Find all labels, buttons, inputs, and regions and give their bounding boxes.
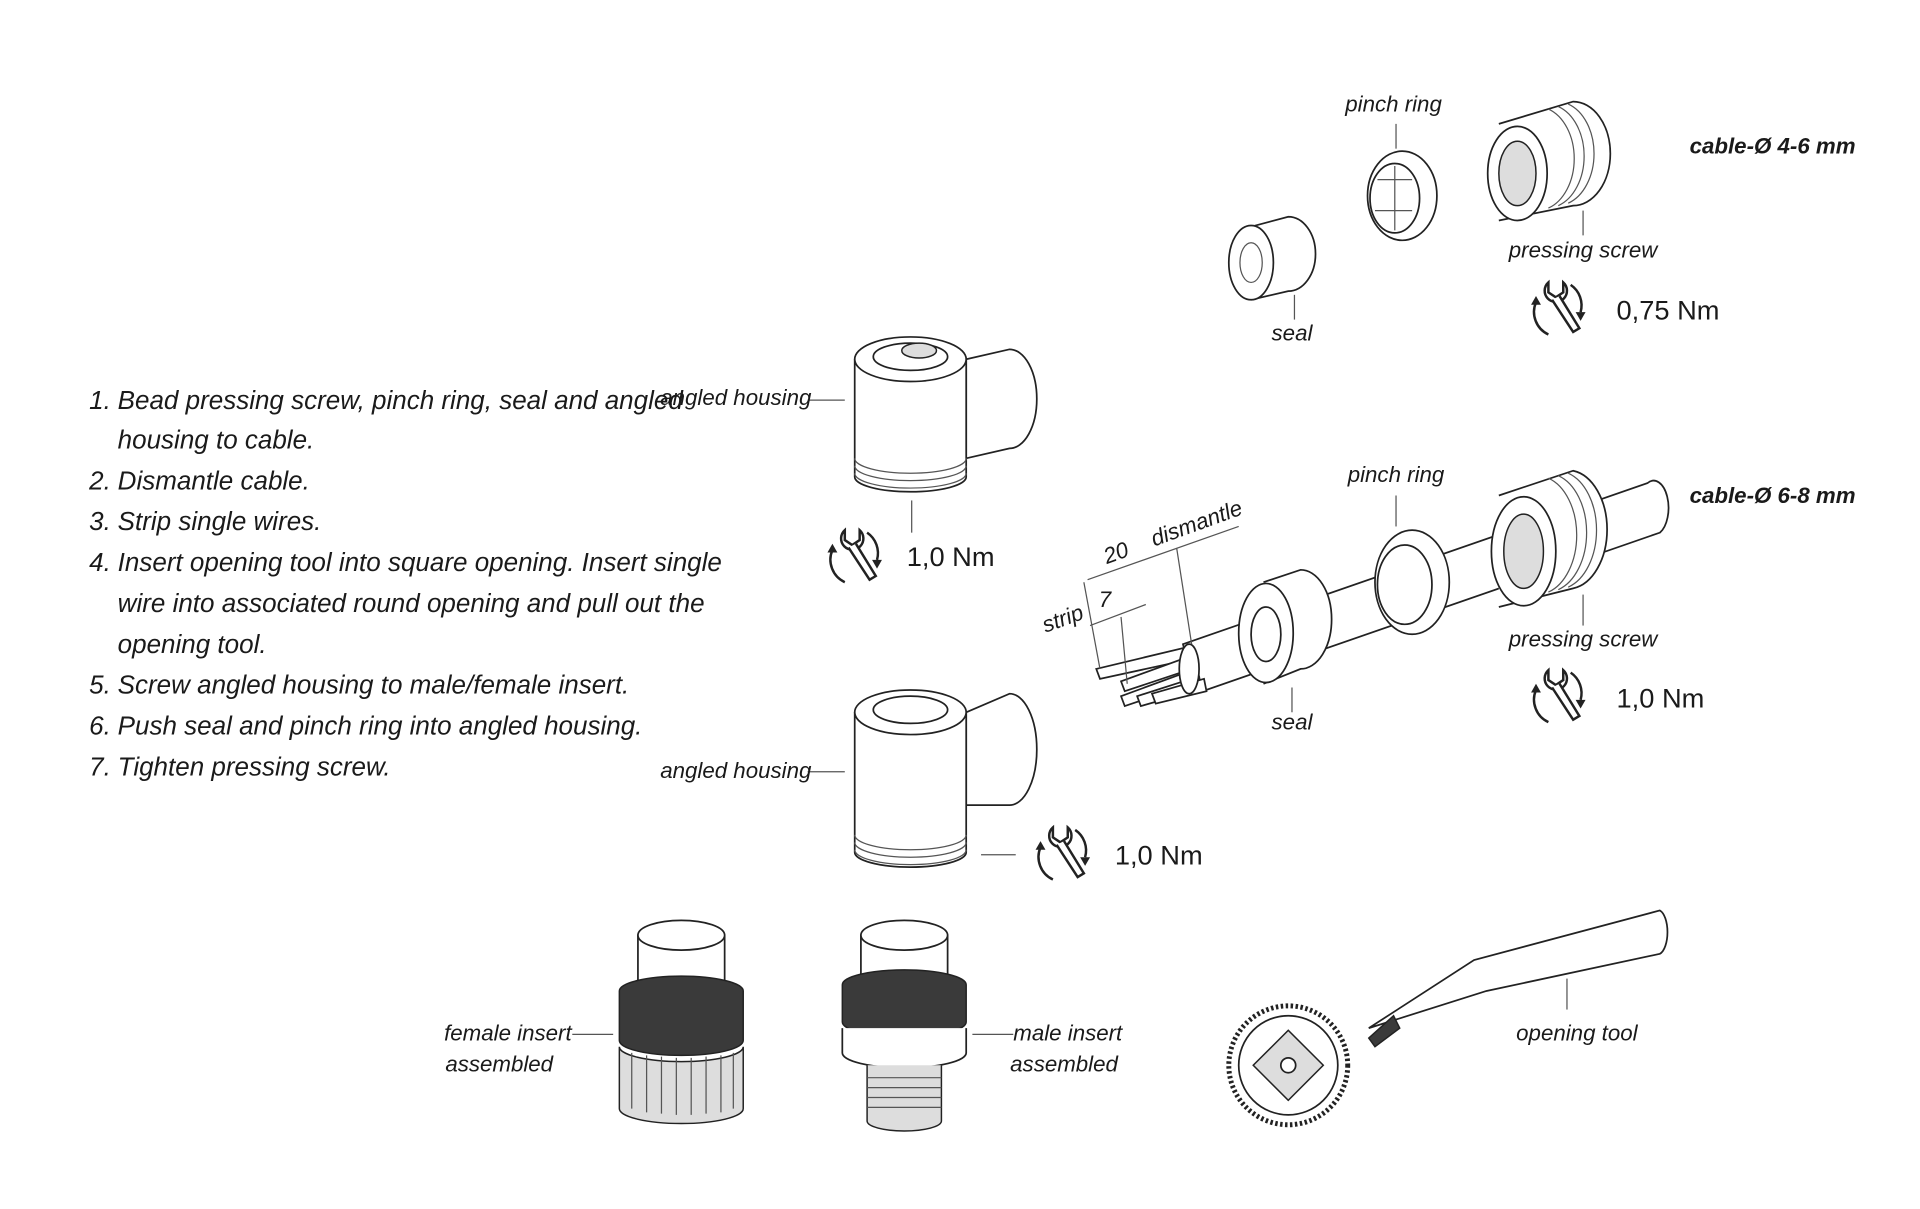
step-text: Bead pressing screw, pinch ring, seal an… (118, 385, 685, 415)
torque-value: 0,75 Nm (1617, 295, 1720, 326)
torque-value: 1,0 Nm (1115, 840, 1203, 871)
dismantle-label: dismantle (1147, 495, 1245, 551)
pressing-screw-large (1490, 469, 1608, 626)
torque-value: 1,0 Nm (1617, 682, 1705, 713)
angled-housing-label: angled housing (660, 385, 812, 410)
step-text: Tighten pressing screw. (118, 751, 391, 781)
seal-label: seal (1272, 321, 1314, 346)
seal-large (1237, 568, 1333, 713)
pinch-ring-label: pinch ring (1344, 91, 1442, 116)
step-number: 4. (89, 547, 111, 577)
torque-wrench-icon (826, 528, 884, 584)
angled-housing-bottom: angled housing 1,0 Nm (660, 689, 1203, 881)
step-text: wire into associated round opening and p… (118, 588, 705, 618)
insert-face-with-opening-tool: opening tool (1226, 909, 1669, 1128)
step-text: opening tool. (118, 629, 267, 659)
angled-housing-label: angled housing (660, 758, 812, 783)
cable-diameter-label: cable-Ø 4-6 mm (1690, 134, 1856, 159)
male-insert: male insert assembled (841, 919, 1123, 1132)
step-text: Insert opening tool into square opening.… (118, 547, 722, 577)
small-cable-parts: pinch ring pressing screw seal cable-Ø 4… (1227, 91, 1856, 346)
pinch-ring-large (1374, 495, 1451, 636)
strip-length: 7 (1099, 587, 1113, 612)
step-number: 6. (89, 711, 111, 741)
pinch-ring-label: pinch ring (1347, 462, 1445, 487)
step-text: Push seal and pinch ring into angled hou… (118, 711, 643, 741)
step-number: 5. (89, 670, 111, 700)
step-number: 2. (88, 465, 111, 495)
step-number: 3. (89, 506, 111, 536)
cable-diameter-label: cable-Ø 6-8 mm (1690, 483, 1856, 508)
female-insert-label-2: assembled (445, 1051, 553, 1076)
male-insert-label-2: assembled (1010, 1051, 1118, 1076)
instruction-list: 1. Bead pressing screw, pinch ring, seal… (88, 385, 722, 782)
torque-wrench-icon (1529, 668, 1587, 724)
torque-wrench-icon (1034, 826, 1092, 881)
pinch-ring-small (1366, 123, 1438, 242)
step-number: 7. (89, 751, 111, 781)
torque-wrench-icon (1529, 281, 1587, 336)
large-cable-assembly: dismantle 20 7 strip pinch ring pressing… (1039, 462, 1856, 735)
dimension-lines (1083, 525, 1239, 684)
wires (1095, 643, 1208, 708)
pressing-screw-label: pressing screw (1508, 627, 1660, 652)
pressing-screw-label: pressing screw (1508, 238, 1660, 263)
female-insert: female insert assembled (444, 919, 744, 1125)
seal-small (1227, 215, 1317, 320)
angled-housing-top: angled housing 1,0 Nm (660, 336, 1038, 584)
step-text: housing to cable. (118, 424, 315, 454)
dismantle-length: 20 (1099, 537, 1132, 570)
female-insert-label: female insert (444, 1021, 572, 1046)
pressing-screw-small (1486, 100, 1612, 236)
step-text: Dismantle cable. (118, 465, 310, 495)
male-insert-label: male insert (1013, 1021, 1123, 1046)
step-text: Screw angled housing to male/female inse… (118, 670, 630, 700)
step-text: Strip single wires. (118, 506, 322, 536)
opening-tool-label: opening tool (1516, 1021, 1638, 1046)
torque-value: 1,0 Nm (907, 541, 995, 572)
seal-label: seal (1272, 710, 1314, 735)
strip-label: strip (1039, 600, 1087, 638)
step-number: 1. (89, 385, 111, 415)
